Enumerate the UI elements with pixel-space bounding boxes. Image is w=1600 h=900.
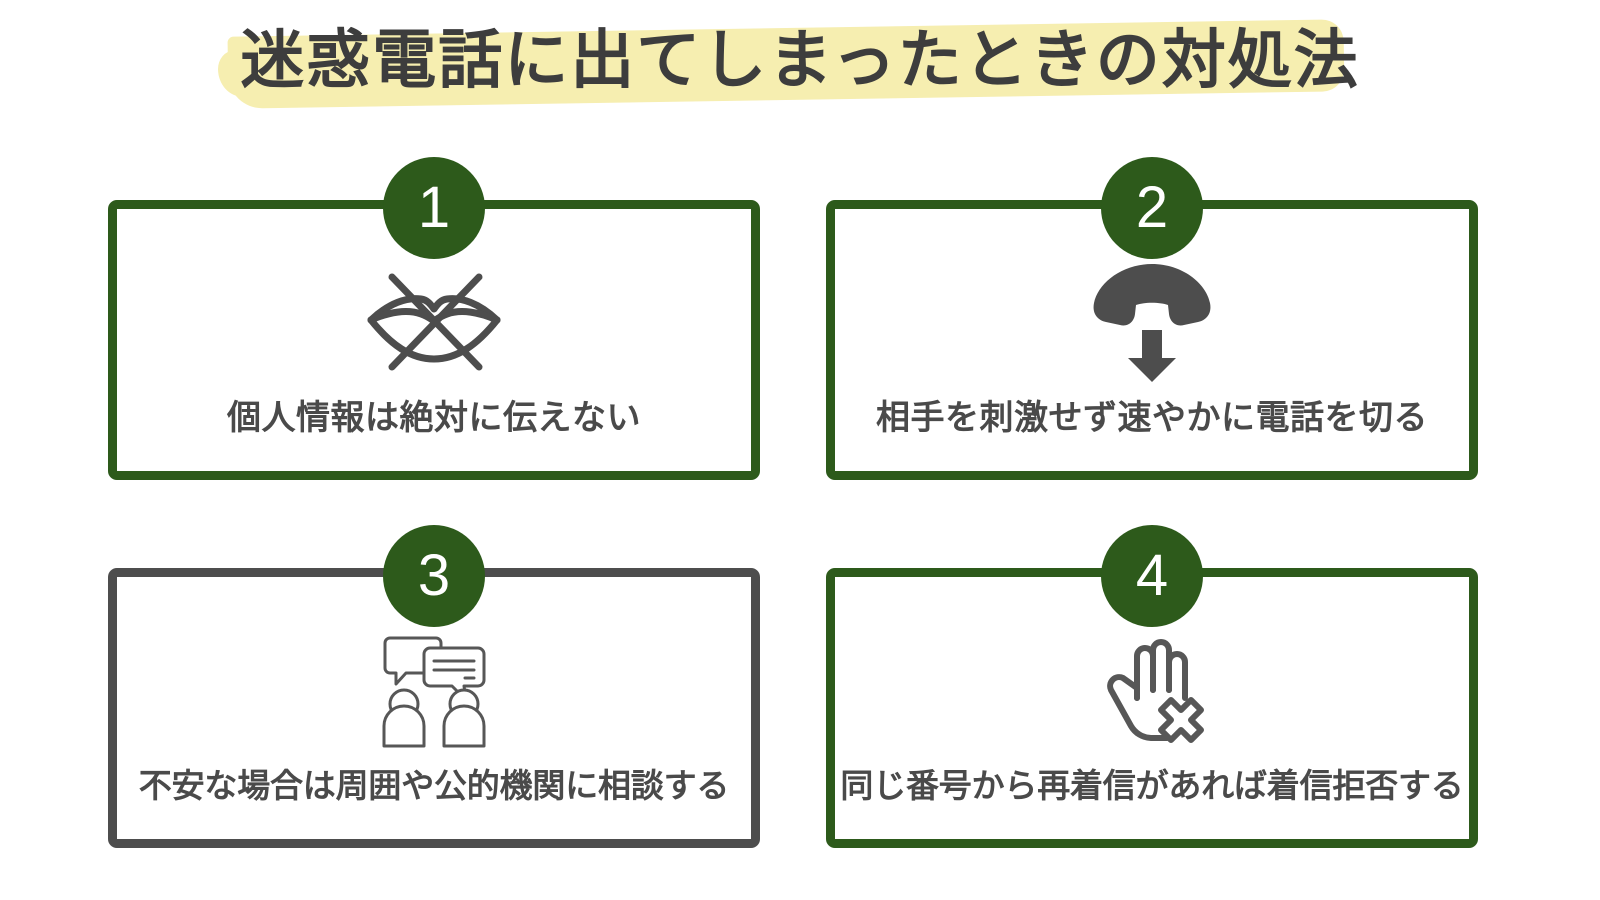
step-card-1-body: 個人情報は絶対に伝えない xyxy=(117,209,751,471)
step-card-2-body: 相手を刺激せず速やかに電話を切る xyxy=(835,209,1469,471)
step-card-4-icon-slot xyxy=(835,577,1469,759)
step-card-3-caption: 不安な場合は周囲や公的機関に相談する xyxy=(138,767,730,804)
step-card-2-caption: 相手を刺激せず速やかに電話を切る xyxy=(876,399,1428,437)
two-people-speech-bubbles-icon xyxy=(370,628,498,748)
step-card-3-body: 不安な場合は周囲や公的機関に相談する xyxy=(117,577,751,839)
step-card-3[interactable]: 3 不安な場合は周囲や公的機関に相談 xyxy=(108,525,760,848)
steps-grid: 1 個人情報は絶対に伝えない 2 xyxy=(0,150,1600,890)
step-card-1[interactable]: 1 個人情報は絶対に伝えない xyxy=(108,157,760,480)
title-area: 迷惑電話に出てしまったときの対処法 xyxy=(0,0,1600,130)
page-title: 迷惑電話に出てしまったときの対処法 xyxy=(240,24,1360,96)
stop-hand-with-x-icon xyxy=(1091,628,1213,748)
step-number-badge-2: 2 xyxy=(1101,157,1203,259)
step-number-badge-1: 1 xyxy=(383,157,485,259)
step-card-1-icon-slot xyxy=(117,209,751,390)
step-card-4[interactable]: 4 同じ番号から再着信があれば着信拒否する xyxy=(826,525,1478,848)
hang-up-phone-down-arrow-icon xyxy=(1090,256,1214,384)
step-card-1-caption: 個人情報は絶対に伝えない xyxy=(227,399,641,437)
step-card-4-caption: 同じ番号から再着信があれば着信拒否する xyxy=(840,767,1464,804)
step-card-3-icon-slot xyxy=(117,577,751,759)
step-card-4-body: 同じ番号から再着信があれば着信拒否する xyxy=(835,577,1469,839)
step-number-badge-4: 4 xyxy=(1101,525,1203,627)
lips-crossed-out-icon xyxy=(359,257,509,383)
step-number-badge-3: 3 xyxy=(383,525,485,627)
step-card-2[interactable]: 2 相手を刺激せず速やかに電話を切る xyxy=(826,157,1478,480)
step-card-2-icon-slot xyxy=(835,209,1469,390)
